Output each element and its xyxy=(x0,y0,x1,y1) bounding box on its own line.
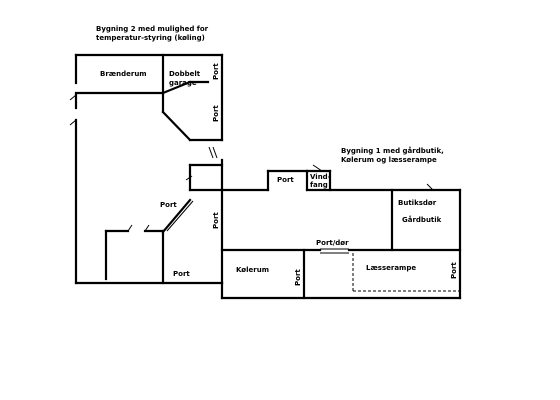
building2-walls xyxy=(69,53,224,285)
door-port-top-b1: Port xyxy=(277,176,294,184)
room-laesserampe: Læsserampe xyxy=(366,264,416,272)
room-dobbelt-garage-line1: Dobbelt xyxy=(169,70,201,78)
door-port-right: Port xyxy=(450,262,458,279)
building2-title-line2: temperatur-styring (køling) xyxy=(96,34,205,42)
room-braenderum: Brænderum xyxy=(100,70,147,78)
building1-title-line2: Kølerum og læsserampe xyxy=(341,156,437,164)
room-gardbutik: Gårdbutik xyxy=(402,215,442,224)
room-kolerum: Kølerum xyxy=(236,266,269,274)
door-port-diagonal: Port xyxy=(160,201,177,209)
room-dobbelt-garage-line2: garage xyxy=(169,79,197,87)
building1-title-line1: Bygning 1 med gårdbutik, xyxy=(341,146,444,155)
room-vindfang-line2: fang xyxy=(310,181,328,189)
door-port-garage-top: Port xyxy=(212,63,220,80)
door-port-garage-bottom: Port xyxy=(212,105,220,122)
door-port-middle-vertical: Port xyxy=(212,212,220,229)
building1-walls xyxy=(220,164,462,300)
door-port-dor: Port/dør xyxy=(316,239,349,247)
door-port-kolerum: Port xyxy=(294,269,302,286)
door-port-bottom: Port xyxy=(173,270,190,278)
building2-title-line1: Bygning 2 med mulighed for xyxy=(96,25,209,33)
room-butiksdor: Butiksdør xyxy=(398,199,437,207)
room-vindfang-line1: Vind- xyxy=(310,173,331,181)
